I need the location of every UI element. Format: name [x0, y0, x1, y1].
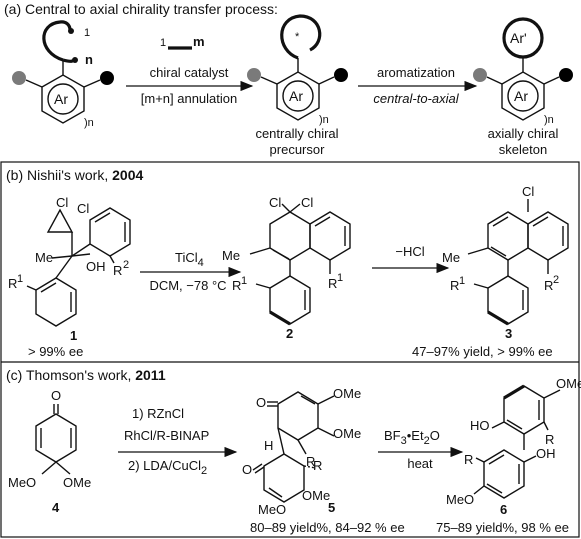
svg-text:)n: )n	[84, 117, 94, 129]
svg-text:Cl: Cl	[269, 195, 281, 210]
svg-text:Cl: Cl	[56, 195, 68, 210]
precursor-label-1: centrally chiral	[255, 126, 338, 141]
skeleton-label-2: skeleton	[499, 142, 547, 157]
svg-text:MeO: MeO	[446, 492, 474, 507]
compound-6: OMe HO R R OH MeO	[446, 376, 581, 507]
svg-text:H: H	[264, 438, 273, 453]
svg-text:1: 1	[241, 275, 247, 287]
svg-text:Ar: Ar	[514, 88, 528, 104]
panel-frame	[0, 161, 580, 538]
precursor-label-2: precursor	[270, 142, 326, 157]
svg-text:Me: Me	[442, 250, 460, 265]
compound-5: O OMe OMe H R O R MeO OMe	[242, 386, 361, 517]
svg-text:R: R	[464, 452, 473, 467]
svg-text:HO: HO	[470, 418, 490, 433]
svg-text:R: R	[313, 458, 322, 473]
svg-text:)n: )n	[319, 114, 329, 126]
compound-2-label: 2	[286, 326, 293, 341]
svg-text:1: 1	[84, 27, 90, 39]
compound-1-label: 1	[70, 328, 77, 343]
svg-text:2: 2	[123, 259, 129, 271]
compound-1: Cl Cl Me OH R 2 R 1	[8, 195, 131, 327]
svg-text:*: *	[295, 31, 300, 43]
svg-text:R: R	[450, 278, 459, 293]
svg-text:1: 1	[160, 37, 166, 49]
step2-sublabel: central-to-axial	[373, 91, 459, 106]
svg-text:OMe: OMe	[556, 376, 581, 391]
step-c1-line3: 2) LDA/CuCl2	[128, 458, 207, 477]
precursor-a: Ar * )n	[247, 14, 348, 126]
compound-3-label: 3	[505, 326, 512, 341]
svg-text:Ar': Ar'	[510, 30, 527, 46]
compound-4: O MeO OMe	[8, 388, 91, 490]
svg-text:OH: OH	[86, 259, 106, 274]
substrate-a: Ar 1 n )n	[12, 20, 114, 129]
svg-text:R: R	[8, 276, 17, 291]
svg-text:R: R	[545, 432, 554, 447]
svg-text:Cl: Cl	[522, 184, 534, 199]
grey-ball	[12, 71, 26, 85]
svg-text:R: R	[328, 276, 337, 291]
svg-text:MeO: MeO	[258, 502, 286, 517]
step-c1-line2: RhCl/R-BINAP	[124, 428, 209, 443]
skeleton-a: Ar Ar' )n	[473, 17, 573, 126]
svg-text:R: R	[113, 263, 122, 278]
compound-3: Cl Me R 2 R 1	[442, 184, 569, 326]
svg-text:OMe: OMe	[63, 475, 91, 490]
svg-text:MeO: MeO	[8, 475, 36, 490]
skeleton-label-1: axially chiral	[488, 126, 559, 141]
svg-text:OMe: OMe	[302, 488, 330, 503]
svg-text:R: R	[544, 278, 553, 293]
svg-text:Cl: Cl	[301, 195, 313, 210]
conditions-dcm: DCM, −78 °C	[149, 278, 226, 293]
svg-text:Cl: Cl	[77, 201, 89, 216]
panel-c-title: (c) Thomson's work, 2011	[6, 367, 166, 383]
svg-text:O: O	[256, 395, 266, 410]
svg-text:Ar: Ar	[54, 91, 68, 107]
svg-text:OMe: OMe	[333, 426, 361, 441]
compound-6-label: 6	[500, 502, 507, 517]
reagent-bf3: BF3•Et2O	[384, 428, 440, 447]
compound-6-yield: 75–89 yield%, 98 % ee	[436, 520, 569, 535]
reagent-ticl4: TiCl4	[175, 250, 204, 269]
svg-text:R: R	[306, 454, 315, 469]
step-c1-line1: 1) RZnCl	[132, 406, 184, 421]
svg-text:2: 2	[553, 274, 559, 286]
svg-text:Me: Me	[222, 248, 240, 263]
svg-text:Ar: Ar	[289, 88, 303, 104]
svg-text:O: O	[51, 388, 61, 403]
reagent-1m: 1 m	[160, 34, 205, 50]
black-ball	[100, 71, 114, 85]
step1-sublabel: [m+n] annulation	[141, 91, 237, 106]
svg-text:1: 1	[17, 273, 23, 285]
svg-text:1: 1	[459, 275, 465, 287]
panel-a-title: (a) Central to axial chirality transfer …	[4, 1, 278, 17]
compound-5-yield: 80–89 yield%, 84–92 % ee	[250, 520, 405, 535]
compound-5-label: 5	[328, 500, 335, 515]
compound-4-label: 4	[52, 500, 60, 515]
svg-text:1: 1	[337, 272, 343, 284]
svg-text:OH: OH	[536, 446, 556, 461]
compound-1-ee: > 99% ee	[28, 344, 83, 359]
svg-text:Me: Me	[35, 250, 53, 265]
reagent-hcl: −HCl	[395, 244, 424, 259]
svg-text:n: n	[85, 52, 93, 67]
conditions-heat: heat	[407, 456, 433, 471]
compound-2: Cl Cl Me R 1 R 1	[222, 195, 351, 326]
compound-3-yield: 47–97% yield, > 99% ee	[412, 344, 553, 359]
svg-text:)n: )n	[544, 114, 554, 126]
step2-label: aromatization	[377, 65, 455, 80]
panel-b-title: (b) Nishii's work, 2004	[6, 167, 143, 183]
svg-text:O: O	[242, 462, 252, 477]
svg-text:OMe: OMe	[333, 386, 361, 401]
step1-label: chiral catalyst	[150, 65, 229, 80]
svg-text:R: R	[232, 278, 241, 293]
svg-text:m: m	[193, 34, 205, 49]
